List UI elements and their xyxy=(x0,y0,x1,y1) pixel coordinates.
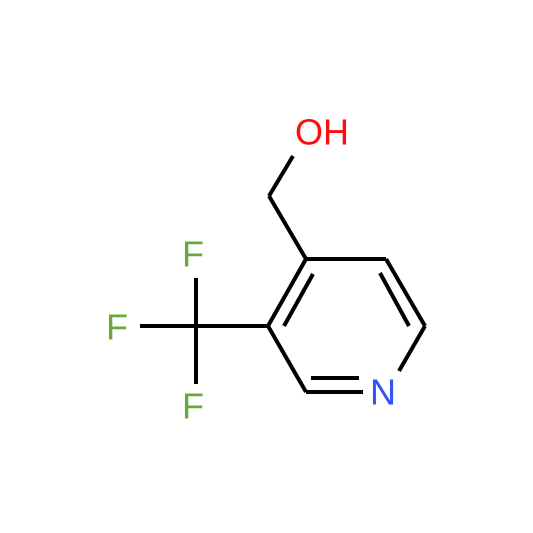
fluorine-bottom-label: F xyxy=(182,386,204,427)
bond-c3-c4-inner xyxy=(282,273,315,327)
bond-c6-n xyxy=(397,324,427,373)
nitrogen-label: N xyxy=(370,372,396,413)
fluorine-left-label: F xyxy=(106,307,128,348)
bonds xyxy=(140,154,427,394)
bond-c2-c3 xyxy=(266,325,308,393)
hydroxyl-label: OH xyxy=(295,112,349,153)
bond-c5-c6-outer xyxy=(384,257,427,328)
bond-ch2-c4 xyxy=(267,194,308,261)
bond-c3-c4-outer xyxy=(266,258,308,327)
atom-labels: OH N F F F xyxy=(106,112,396,427)
bond-c5-c6-inner xyxy=(378,272,411,327)
fluorine-top-label: F xyxy=(182,234,204,275)
bond-oh-ch2 xyxy=(267,154,295,198)
